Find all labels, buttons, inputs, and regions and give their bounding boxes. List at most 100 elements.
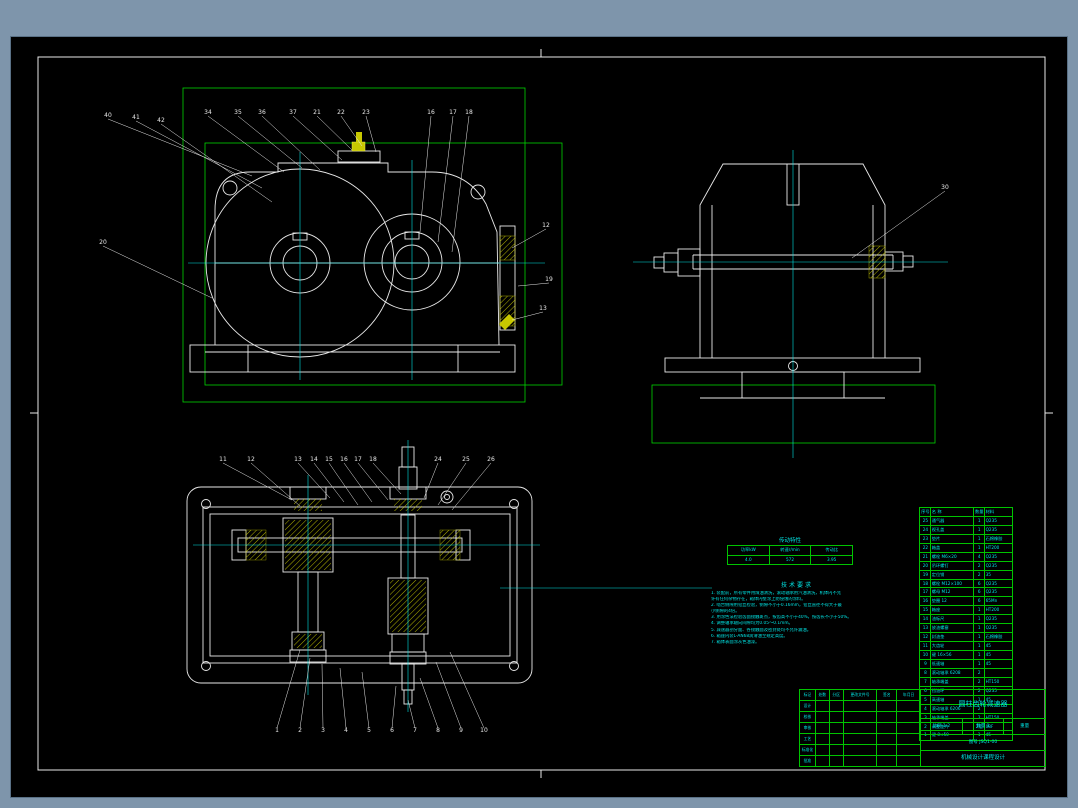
bom-cell: 6 [920,686,931,695]
bom-cell: HT200 [985,544,1000,550]
bom-cell: 滚动轴承 6206 [931,704,974,713]
bom-cell: 13 [920,624,931,633]
signature-cell [897,701,920,711]
signature-cell [897,745,920,755]
tech-requirement-line: 许有任何杂物存在，箱体内壁涂上防侵蚀的涂料。 [711,597,806,603]
bom-cell: Q235 [985,553,997,559]
bom-cell: 4 [974,552,985,561]
bom-cell: 名 称 [931,508,974,516]
signature-cell [844,745,878,755]
bom-cell: 16 [920,597,931,606]
weight-cell: 重量 [1020,724,1030,729]
bom-cell: Q235 [985,589,997,595]
bom-cell: 19 [920,570,931,579]
bom-cell: 箱座 [931,606,974,615]
transmission-table-cell: 3.95 [827,556,837,562]
bom-cell: Q235 [985,517,997,523]
signature-cell: 批准 [800,756,816,766]
title-info: 圆柱齿轮减速器 比例 1:2 数量 1 重量 图号 JSQ1-00 机械设计课程… [921,690,1045,766]
signature-cell [877,723,898,733]
signature-cell [877,712,898,722]
bom-cell: 1 [974,615,985,624]
bom-cell: 滚动轴承 6208 [931,668,974,677]
signature-row: 批准 [800,756,920,766]
bom-cell [985,669,1012,677]
bom-cell: 7 [920,677,931,686]
signature-cell [897,712,920,722]
bom-cell: HT150 [985,678,1000,684]
tech-requirement-line: 7. 箱体表面涂灰色油漆。 [711,639,760,645]
bom-cell: 螺栓 M12×100 [931,579,974,588]
bom-cell: 10 [920,651,931,659]
bom-cell: 4 [920,704,931,713]
bom-cell: 22 [920,543,931,552]
tech-requirement-line: 小侧隙的4倍。 [711,609,740,615]
bom-cell: 45 [985,696,991,702]
bom-cell: 放油螺塞 [931,624,974,633]
bom-cell: 油标尺 [931,615,974,624]
bom-cell: Q235 [985,687,997,693]
bom-cell: 15 [920,606,931,615]
signature-cell [877,756,898,766]
bom-cell: 2 [974,561,985,570]
bom-cell: 14 [920,615,931,624]
scale-cell: 比例 1:2 [921,719,963,734]
bom-cell: 1 [974,543,985,552]
transmission-table-cell: 4.0 [728,555,770,564]
signature-cell: 年月日 [902,692,915,697]
bom-cell: 8 [920,668,931,677]
signature-cell [816,723,830,733]
signature-cell [816,745,830,755]
bom-cell: HT150 [985,714,1000,720]
bom-cell: 视孔盖 [931,525,974,534]
bom-cell: 24 [920,525,931,534]
bom-cell: Q235 [985,526,997,532]
tech-requirement-line: 3. 用涂色法检验齿面接触斑点，按齿高不小于40%，按齿长不小于50%。 [711,615,852,621]
bom-cell: 2组 [975,722,985,731]
signature-cell [830,723,844,733]
signature-cell [816,756,830,766]
bom-cell: 垫片 [931,534,974,543]
signature-cell [897,756,920,766]
bom-cell: 18 [920,579,931,588]
drawing-number-cell: 图号 JSQ1-00 [968,740,998,745]
bom-cell: 2 [974,686,985,695]
bom-cell: 序号 [921,508,931,516]
signature-cell: 分区 [830,690,844,700]
organization-cell: 机械设计课程设计 [960,755,1005,761]
tech-requirement-line: 2. 啮合侧隙用铅丝检验，侧隙不小于0.16mm，铅丝直径不得大于最 [711,603,842,609]
bom-cell: Q235 [985,580,997,586]
bom-cell: 吊环螺钉 [931,561,974,570]
signature-cell [897,723,920,733]
transmission-table-cell: 传动比 [825,547,838,552]
bom-cell: 45 [985,643,991,649]
bom-cell: 轴承端盖 [931,677,974,686]
bom-cell: 20 [920,561,931,570]
signature-cell [816,712,830,722]
signature-row: 设计 [800,701,920,712]
drawing-canvas[interactable] [10,36,1068,798]
signature-cell [877,745,898,755]
signature-cell: 校核 [800,712,816,722]
bom-cell: 1 [974,516,985,525]
bom-cell: 6 [974,579,985,588]
bom-cell: 键 16×56 [931,651,974,659]
drawing-title: 圆柱齿轮减速器 [921,690,1045,719]
bom-cell: 9 [920,659,931,668]
bom-cell: 2 [974,713,985,722]
bom-cell: 1 [974,606,985,615]
bom-cell: 1 [974,651,985,659]
bom-cell: 调整垫片 [931,722,974,731]
